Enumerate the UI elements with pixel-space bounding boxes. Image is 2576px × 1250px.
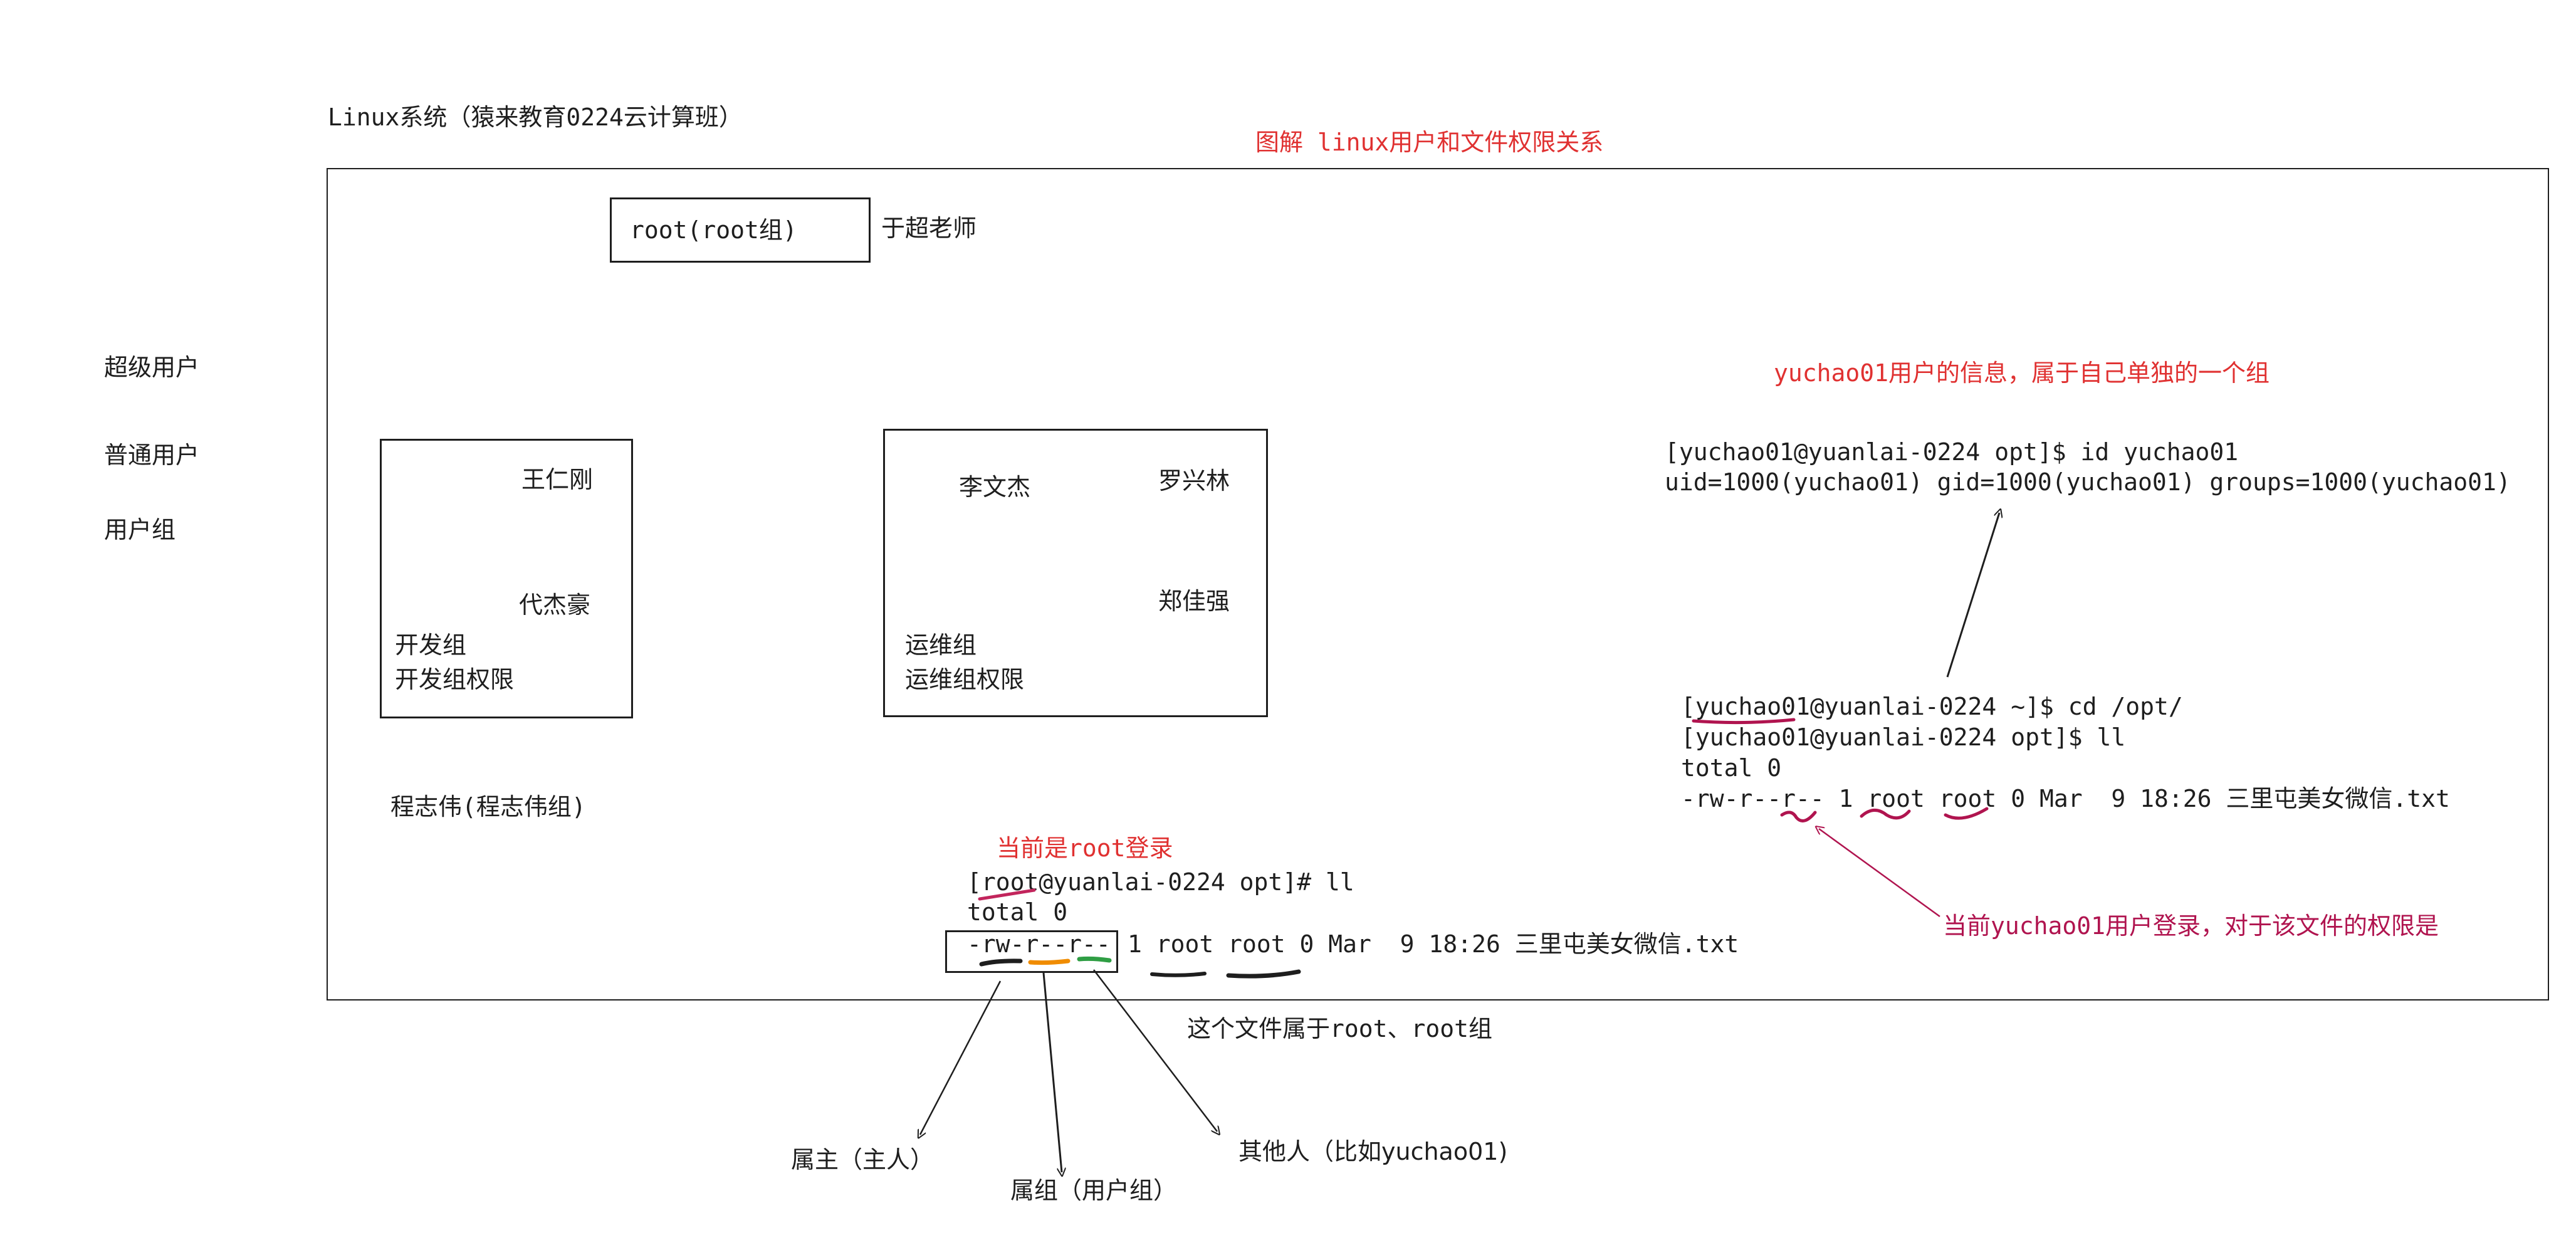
perm-label-group: 属组（用户组） xyxy=(1010,1177,1178,1204)
ownership-note: 这个文件属于root、root组 xyxy=(1187,1015,1493,1043)
ops-group-permission: 运维组权限 xyxy=(905,666,1025,693)
dev-member-2: 代杰豪 xyxy=(519,591,591,619)
ops-member-1: 李文杰 xyxy=(959,473,1031,501)
root-user-box xyxy=(610,197,871,263)
dev-member-1: 王仁刚 xyxy=(521,466,594,493)
yuchao-terminal-line-4: -rw-r--r-- 1 root root 0 Mar 9 18:26 三里屯… xyxy=(1681,785,2450,812)
root-user-label: root(root组) xyxy=(630,216,797,244)
legend-super-user: 超级用户 xyxy=(104,354,200,381)
yuchao-terminal-line-1: [yuchao01@yuanlai-0224 ~]$ cd /opt/ xyxy=(1681,693,2183,720)
dev-group-box xyxy=(380,439,633,718)
diagram-title: 图解 linux用户和文件权限关系 xyxy=(1255,129,1604,156)
legend-normal-user: 普通用户 xyxy=(104,441,200,469)
yuchao-permission-note: 当前yuchao01用户登录，对于该文件的权限是 xyxy=(1943,912,2439,940)
yuchao-terminal-line-2: [yuchao01@yuanlai-0224 opt]$ ll xyxy=(1681,723,2126,751)
legend-user-group: 用户组 xyxy=(104,516,176,544)
yuchao-info-caption: yuchao01用户的信息，属于自己单独的一个组 xyxy=(1774,359,2270,387)
ops-member-3: 郑佳强 xyxy=(1158,587,1230,615)
root-perm-string: -rw-r--r-- xyxy=(967,930,1111,958)
ops-group-name: 运维组 xyxy=(905,631,977,659)
root-total-line: total 0 xyxy=(967,898,1068,926)
root-login-note: 当前是root登录 xyxy=(997,834,1173,862)
perm-label-owner: 属主（主人） xyxy=(791,1146,935,1174)
yuchao-id-output: uid=1000(yuchao01) gid=1000(yuchao01) gr… xyxy=(1665,468,2511,496)
ops-group-box xyxy=(883,429,1268,717)
root-listing-rest: 1 root root 0 Mar 9 18:26 三里屯美女微信.txt xyxy=(1128,930,1739,958)
dev-group-name: 开发组 xyxy=(395,631,467,659)
ops-member-2: 罗兴林 xyxy=(1158,467,1230,495)
yuchao-id-command: [yuchao01@yuanlai-0224 opt]$ id yuchao01 xyxy=(1665,438,2239,466)
system-label: Linux系统（猿来教育0224云计算班） xyxy=(328,103,743,131)
yuchao-terminal-line-3: total 0 xyxy=(1681,754,1782,782)
group-arrow xyxy=(1042,972,1062,1172)
perm-string-box xyxy=(945,930,1118,973)
linux-system-frame xyxy=(327,168,2549,1001)
perm-label-others: 其他人（比如yuchao01) xyxy=(1238,1138,1508,1165)
root-prompt-line: [root@yuanlai-0224 opt]# ll xyxy=(967,868,1354,896)
standalone-user: 程志伟(程志伟组) xyxy=(390,793,586,821)
owner-arrow xyxy=(920,980,1002,1135)
dev-group-permission: 开发组权限 xyxy=(395,666,515,693)
root-owner-note: 于超老师 xyxy=(881,214,977,242)
